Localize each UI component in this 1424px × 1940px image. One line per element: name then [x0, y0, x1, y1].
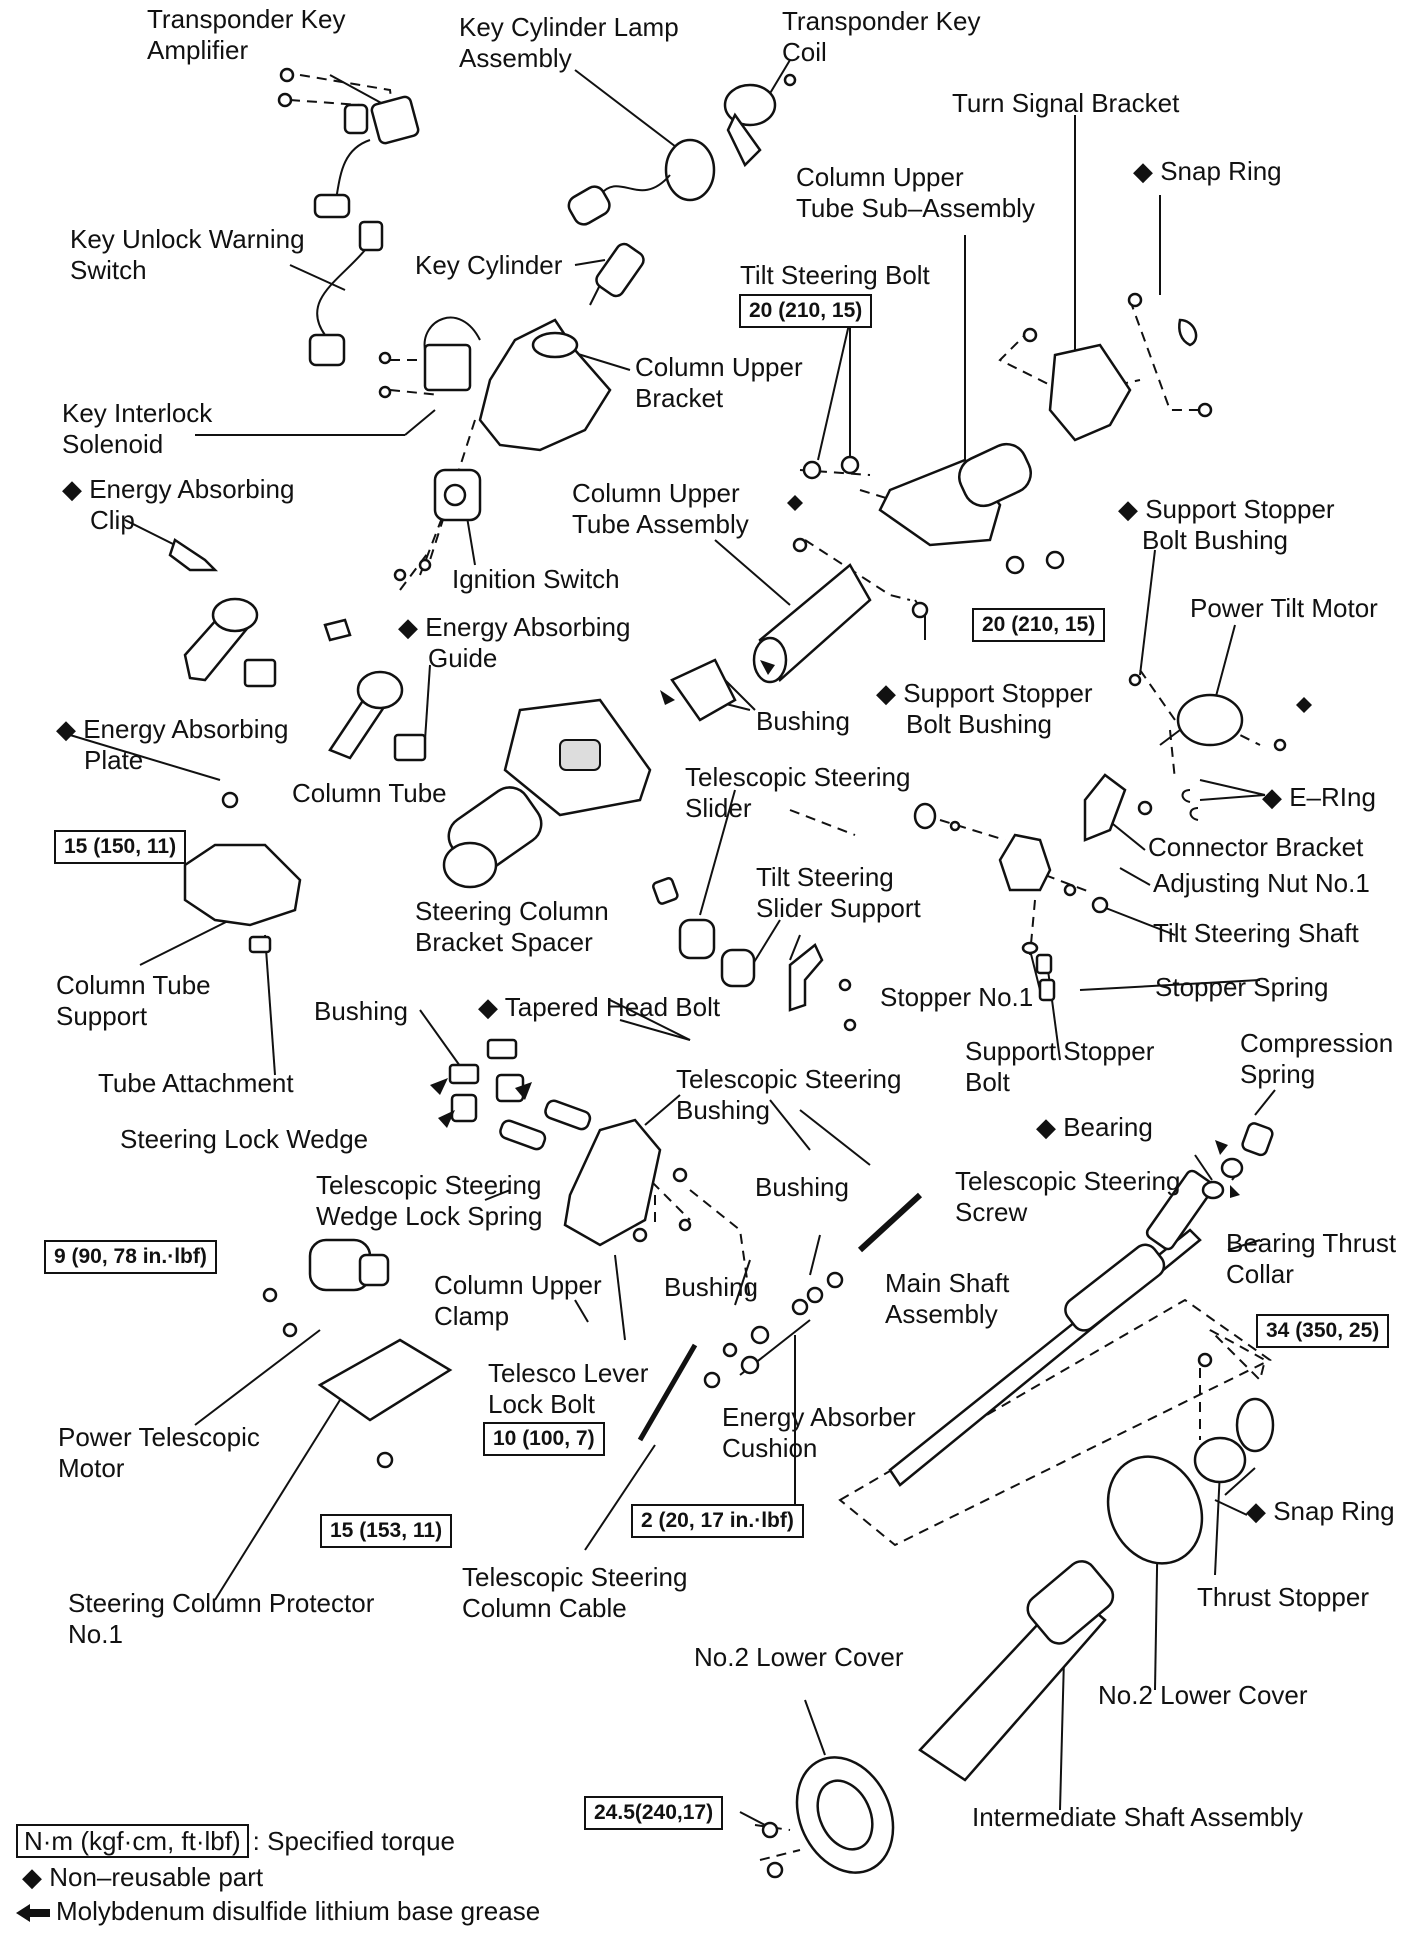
label-column-upper-bracket: Column Upper Bracket	[635, 352, 803, 413]
label-column-tube-support: Column Tube Support	[56, 970, 211, 1031]
label-energy-absorbing-guide: ◆ Energy Absorbing Guide	[398, 612, 631, 673]
legend-torque: N·m (kgf·cm, ft·lbf): Specified torque	[16, 1824, 455, 1858]
torque-column-cable: 2 (20, 17 in.·lbf)	[631, 1504, 804, 1538]
label-no2-lower-cover-left: No.2 Lower Cover	[694, 1642, 904, 1672]
torque-telesco-lever-lock-bolt: 10 (100, 7)	[483, 1422, 605, 1456]
label-bushing-mid: Bushing	[755, 1172, 849, 1202]
parts-artwork	[168, 67, 1287, 1879]
label-bushing-pair: Bushing	[314, 996, 408, 1026]
torque-steering-column-protector: 15 (153, 11)	[320, 1514, 453, 1548]
legend-grease: Molybdenum disulfide lithium base grease	[14, 1894, 540, 1928]
torque-power-telescopic-motor: 9 (90, 78 in.·lbf)	[44, 1240, 217, 1274]
label-telescopic-steering-column-cable: Telescopic Steering Column Cable	[462, 1562, 688, 1623]
label-thrust-stopper: Thrust Stopper	[1197, 1582, 1369, 1612]
label-telescopic-steering-wedge-lock-spring: Telescopic Steering Wedge Lock Spring	[316, 1170, 543, 1231]
label-key-cylinder: Key Cylinder	[415, 250, 563, 280]
label-main-shaft-assembly: Main Shaft Assembly	[885, 1268, 1010, 1329]
label-tilt-steering-bolt: Tilt Steering Bolt	[740, 260, 930, 290]
label-telescopic-steering-slider: Telescopic Steering Slider	[685, 762, 911, 823]
label-stopper-spring: Stopper Spring	[1155, 972, 1329, 1002]
label-telescopic-steering-bushing: Telescopic Steering Bushing	[676, 1064, 902, 1125]
label-bushing-upper: Bushing	[756, 706, 850, 736]
legend-torque-text: : Specified torque	[252, 1826, 456, 1856]
label-connector-bracket: Connector Bracket	[1148, 832, 1364, 862]
label-tilt-steering-slider-support: Tilt Steering Slider Support	[756, 862, 921, 923]
label-bushing-lower: Bushing	[664, 1272, 758, 1302]
label-bearing-thrust-collar: Bearing Thrust Collar	[1226, 1228, 1397, 1289]
label-support-stopper-bolt-bushing-right: ◆ Support Stopper Bolt Bushing	[1118, 494, 1335, 555]
label-telesco-lever-lock-bolt: Telesco Lever Lock Bolt	[488, 1358, 649, 1419]
label-energy-absorbing-clip: ◆ Energy Absorbing Clip	[62, 474, 295, 535]
label-tapered-head-bolt: ◆ Tapered Head Bolt	[478, 992, 721, 1022]
label-tube-attachment: Tube Attachment	[98, 1068, 294, 1098]
label-ignition-switch: Ignition Switch	[452, 564, 620, 594]
label-column-upper-tube-sub-assembly: Column Upper Tube Sub–Assembly	[796, 162, 1035, 223]
torque-snap-ring-bolt: 34 (350, 25)	[1256, 1314, 1390, 1348]
grease-markers	[430, 495, 1312, 1198]
label-column-upper-clamp: Column Upper Clamp	[434, 1270, 602, 1331]
label-key-cylinder-lamp-assembly: Key Cylinder Lamp Assembly	[459, 12, 679, 73]
label-intermediate-shaft-assembly: Intermediate Shaft Assembly	[972, 1802, 1303, 1832]
label-key-interlock-solenoid: Key Interlock Solenoid	[62, 398, 213, 459]
label-telescopic-steering-screw: Telescopic Steering Screw	[955, 1166, 1181, 1227]
label-energy-absorber-cushion: Energy Absorber Cushion	[722, 1402, 916, 1463]
label-steering-column-protector-no1: Steering Column Protector No.1	[68, 1588, 375, 1649]
assembly-guides	[289, 74, 1272, 1861]
torque-tilt-steering-bolt-a: 20 (210, 15)	[739, 294, 873, 328]
label-column-tube: Column Tube	[292, 778, 447, 808]
label-adjusting-nut-no1: Adjusting Nut No.1	[1153, 868, 1370, 898]
label-transponder-key-amplifier: Transponder Key Amplifier	[147, 4, 346, 65]
label-transponder-key-coil: Transponder Key Coil	[782, 6, 981, 67]
label-support-stopper-bolt-bushing-mid: ◆ Support Stopper Bolt Bushing	[876, 678, 1093, 739]
legend-non-reusable: ◆ Non–reusable part	[22, 1862, 264, 1892]
label-steering-column-bracket-spacer: Steering Column Bracket Spacer	[415, 896, 609, 957]
legend-torque-unit: N·m (kgf·cm, ft·lbf)	[16, 1824, 249, 1858]
label-steering-lock-wedge: Steering Lock Wedge	[120, 1124, 369, 1154]
label-column-upper-tube-assembly: Column Upper Tube Assembly	[572, 478, 749, 539]
label-snap-ring-bottom: ◆ Snap Ring	[1246, 1496, 1395, 1526]
label-power-telescopic-motor: Power Telescopic Motor	[58, 1422, 260, 1483]
torque-lower-cover: 24.5(240,17)	[584, 1796, 724, 1830]
label-stopper-no1: Stopper No.1	[880, 982, 1034, 1012]
grease-arrow-icon	[16, 1904, 50, 1923]
label-bearing: ◆ Bearing	[1036, 1112, 1153, 1142]
label-e-ring: ◆ E–RIng	[1262, 782, 1376, 812]
label-power-tilt-motor: Power Tilt Motor	[1190, 593, 1378, 623]
label-tilt-steering-shaft: Tilt Steering Shaft	[1153, 918, 1359, 948]
label-turn-signal-bracket: Turn Signal Bracket	[952, 88, 1180, 118]
label-snap-ring-top: ◆ Snap Ring	[1133, 156, 1282, 186]
label-compression-spring: Compression Spring	[1240, 1028, 1394, 1089]
torque-column-tube-support: 15 (150, 11)	[54, 830, 187, 864]
label-support-stopper-bolt: Support Stopper Bolt	[965, 1036, 1155, 1097]
label-key-unlock-warning-switch: Key Unlock Warning Switch	[70, 224, 305, 285]
label-no2-lower-cover-right: No.2 Lower Cover	[1098, 1680, 1308, 1710]
label-energy-absorbing-plate: ◆ Energy Absorbing Plate	[56, 714, 289, 775]
torque-tilt-steering-bolt-b: 20 (210, 15)	[972, 608, 1106, 642]
